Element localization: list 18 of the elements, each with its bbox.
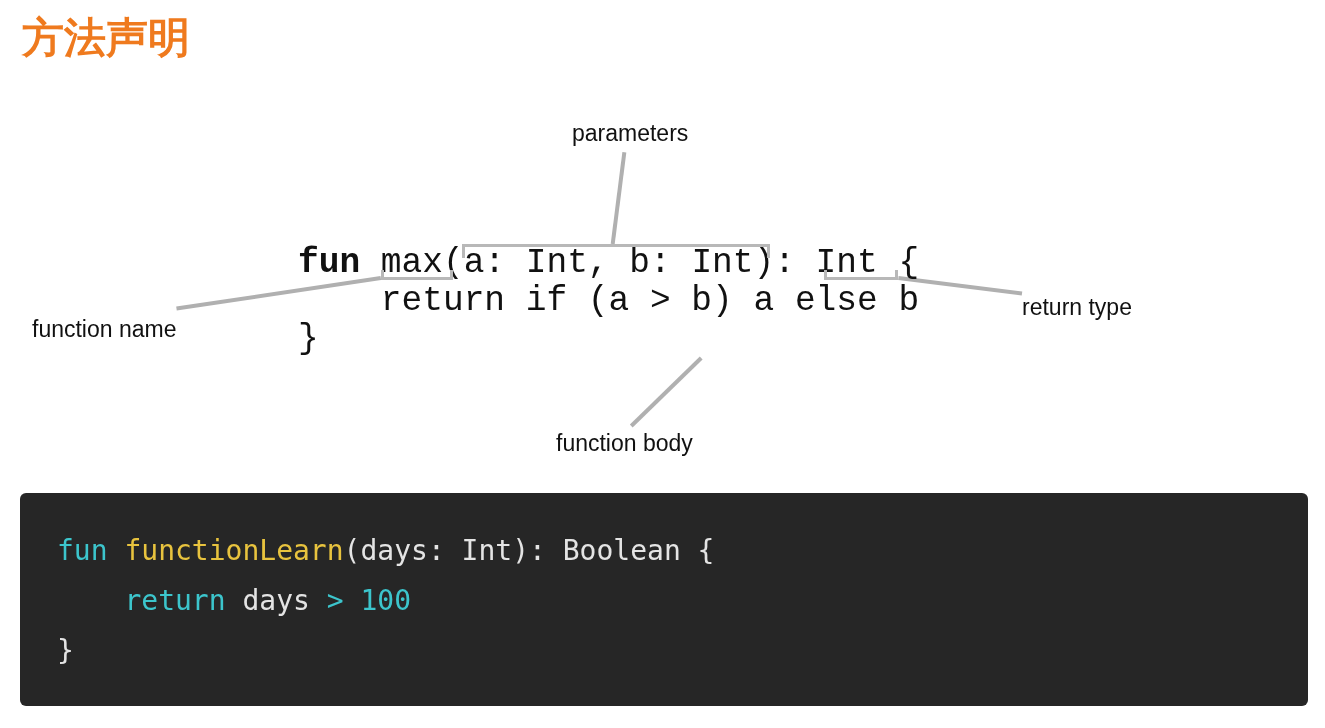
code-line: return days > 100	[124, 584, 412, 617]
annotation-label: parameters	[572, 116, 689, 151]
annotation-label: return type	[1022, 290, 1132, 325]
bracket	[823, 270, 899, 280]
leader-line	[629, 356, 703, 428]
code-line: fun max(a: Int, b: Int): Int {	[298, 243, 920, 282]
page-title: 方法声明	[22, 13, 190, 63]
leader-line	[898, 276, 1023, 296]
code-block	[20, 493, 1308, 706]
leader-line	[610, 151, 627, 245]
code-line: }	[298, 319, 319, 358]
bracket	[380, 270, 454, 280]
code-line: }	[57, 634, 74, 667]
code-line: return if (a > b) a else b	[380, 281, 920, 320]
leader-line	[176, 276, 382, 311]
code-line: fun functionLearn(days: Int): Boolean {	[57, 534, 715, 567]
annotation-label: function name	[32, 312, 177, 347]
annotation-label: function body	[556, 426, 693, 461]
